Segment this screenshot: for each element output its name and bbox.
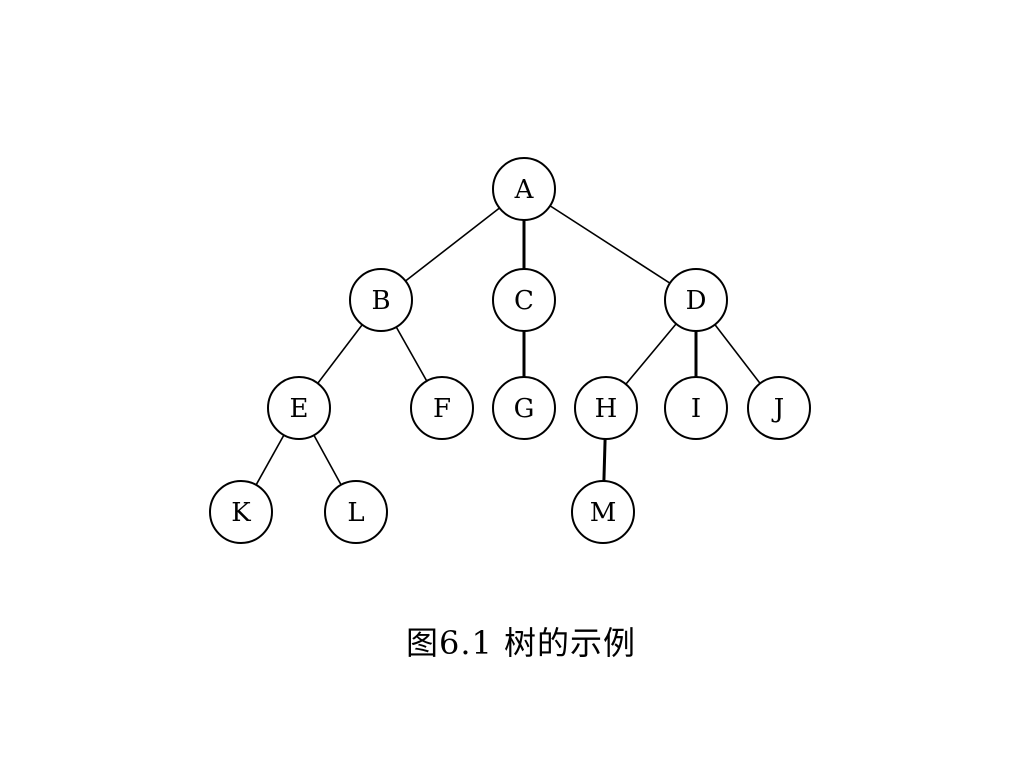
figure-caption: 图6.1 树的示例: [405, 624, 637, 662]
node-circle-c: [492, 268, 556, 332]
node-circle-m: [571, 480, 635, 544]
node-label-e: E: [290, 394, 309, 424]
node-a: A: [492, 157, 556, 221]
node-circle-b: [349, 268, 413, 332]
node-label-m: M: [590, 498, 617, 528]
node-circle-l: [324, 480, 388, 544]
node-circle-i: [664, 376, 728, 440]
node-label-i: I: [691, 394, 701, 424]
node-label-l: L: [347, 498, 364, 528]
node-label-f: F: [433, 394, 451, 424]
node-label-k: K: [231, 498, 251, 528]
node-label-d: D: [686, 286, 707, 316]
node-circle-e: [267, 376, 331, 440]
node-circle-f: [410, 376, 474, 440]
node-circle-a: [492, 157, 556, 221]
node-f: F: [410, 376, 474, 440]
node-label-b: B: [371, 286, 390, 316]
node-circle-d: [664, 268, 728, 332]
edges-layer: [240, 188, 780, 513]
node-label-a: A: [514, 175, 535, 205]
node-g: G: [492, 376, 556, 440]
edge-a-d: [523, 188, 697, 301]
node-b: B: [349, 268, 413, 332]
node-circle-g: [492, 376, 556, 440]
node-label-c: C: [514, 286, 534, 316]
node-circle-j: [747, 376, 811, 440]
node-c: C: [492, 268, 556, 332]
node-label-j: J: [771, 394, 784, 424]
node-circle-h: [574, 376, 638, 440]
node-i: I: [664, 376, 728, 440]
node-h: H: [574, 376, 638, 440]
node-label-g: G: [514, 394, 535, 424]
node-l: L: [324, 480, 388, 544]
node-circle-k: [209, 480, 273, 544]
node-label-h: H: [595, 394, 618, 424]
node-k: K: [209, 480, 273, 544]
node-e: E: [267, 376, 331, 440]
node-d: D: [664, 268, 728, 332]
node-j: J: [747, 376, 811, 440]
nodes-layer: A B C D E F G H I J K L M: [209, 157, 811, 544]
node-m: M: [571, 480, 635, 544]
